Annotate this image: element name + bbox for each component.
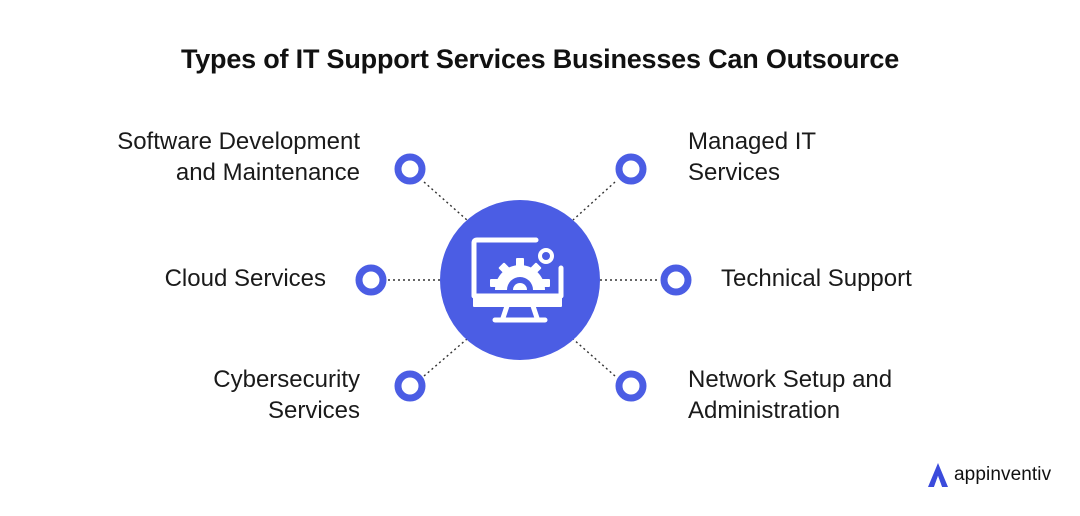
- label-line: Software Development: [117, 128, 360, 155]
- label-technical-support: Technical Support: [721, 263, 912, 294]
- label-network: Network Setup and Administration: [688, 364, 892, 426]
- label-cloud: Cloud Services: [165, 263, 326, 294]
- label-managed-it: Managed IT Services: [688, 126, 816, 188]
- label-line: Services: [267, 397, 360, 424]
- connectors: [388, 181, 659, 377]
- monitor-gear-icon: [471, 237, 564, 323]
- brand-name: appinventiv: [954, 464, 1052, 485]
- connector-software-dev: [423, 181, 468, 221]
- connector-cybersecurity: [423, 338, 468, 377]
- brand-logo: appinventiv: [926, 458, 1051, 492]
- gear-icon: [490, 258, 550, 290]
- node-ring-technical-support: [660, 264, 692, 296]
- label-line: Technical Support: [721, 265, 912, 292]
- node-ring-managed-it: [615, 153, 647, 185]
- label-line: Services: [688, 159, 781, 186]
- node-ring-network: [615, 370, 647, 402]
- label-line: Administration: [688, 397, 841, 424]
- page-title: Types of IT Support Services Businesses …: [180, 44, 900, 74]
- label-software-dev: Software Development and Maintenance: [117, 126, 360, 188]
- label-line: Cybersecurity: [213, 366, 360, 393]
- label-line: and Maintenance: [175, 159, 360, 186]
- node-ring-cloud: [355, 264, 387, 296]
- label-cybersecurity: Cybersecurity Services: [213, 364, 360, 426]
- label-line: Network Setup and: [688, 366, 893, 393]
- node-ring-cybersecurity: [394, 370, 426, 402]
- connector-network: [572, 338, 616, 377]
- connector-managed-it: [572, 181, 616, 221]
- label-line: Managed IT: [688, 128, 817, 155]
- label-line: Cloud Services: [164, 265, 326, 292]
- appinventiv-logo-icon: [928, 463, 948, 487]
- node-ring-software-dev: [394, 153, 426, 185]
